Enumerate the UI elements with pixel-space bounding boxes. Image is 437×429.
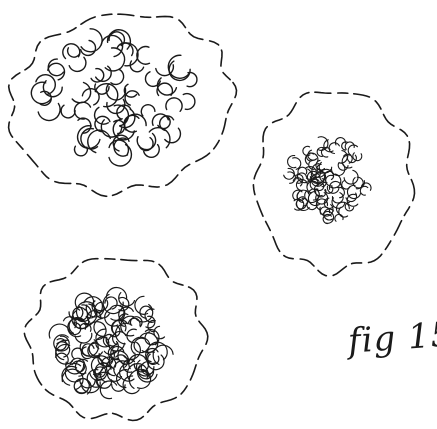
- scallop-arc: [324, 140, 333, 152]
- scallop-arc: [339, 207, 348, 217]
- scallop-arc: [69, 57, 86, 71]
- scallop-arc: [94, 319, 105, 337]
- cell-outline: [253, 92, 414, 276]
- scallop-arc: [68, 48, 80, 57]
- scallop-arc: [125, 91, 139, 105]
- scallop-arc: [95, 107, 109, 124]
- scallop-arc: [137, 47, 150, 65]
- scallop-arc: [101, 35, 122, 56]
- scallop-arc: [166, 98, 182, 111]
- cell-outline: [24, 259, 208, 421]
- scallop-arc: [284, 168, 295, 179]
- scallop-arc: [344, 170, 358, 184]
- scallop-arc: [183, 94, 195, 110]
- scallop-arc: [81, 29, 102, 52]
- scallop-arc: [296, 200, 306, 209]
- scallop-arc: [105, 48, 124, 71]
- scallop-arc: [353, 153, 362, 161]
- scallop-arc: [101, 120, 121, 137]
- scallop-arc: [157, 83, 172, 95]
- cell-large-top-left: [9, 14, 237, 196]
- scallop-arc: [145, 72, 160, 87]
- scallop-arc: [141, 105, 155, 116]
- scallop-arc: [48, 59, 63, 76]
- scallop-arc: [61, 105, 75, 118]
- figure-label: fig 15: [347, 314, 437, 361]
- scallop-arc: [109, 140, 128, 155]
- scallop-arc: [326, 175, 334, 186]
- cell-bottom-left: [24, 259, 208, 421]
- scallop-arc: [38, 104, 60, 121]
- scallop-arc: [75, 333, 92, 343]
- scallop-arc: [335, 138, 345, 145]
- scallop-arc: [48, 63, 65, 80]
- scallop-arc: [348, 145, 357, 155]
- scallop-arc: [347, 185, 360, 198]
- scallop-arc: [72, 83, 90, 103]
- cell-small-right: [253, 92, 414, 276]
- scallop-arc: [335, 214, 343, 221]
- scallop-arc: [168, 55, 189, 78]
- scallop-arc: [74, 102, 90, 119]
- scallop-arc: [139, 138, 153, 151]
- scallop-arc: [165, 128, 181, 142]
